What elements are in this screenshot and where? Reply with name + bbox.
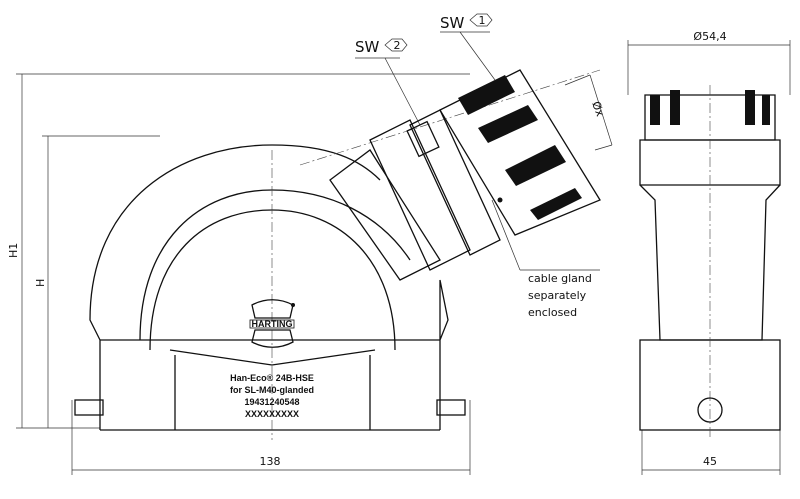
- height-h1: H1: [7, 243, 20, 258]
- diameter-top: Ø54,4: [693, 30, 726, 43]
- harting-logo: HARTING: [249, 299, 295, 348]
- label-line-2: for SL-M40-glanded: [230, 385, 314, 395]
- label-line-4: XXXXXXXXX: [245, 409, 299, 419]
- product-label: Han-Eco® 24B-HSE for SL-M40-glanded 1943…: [230, 373, 314, 419]
- width-side: 45: [703, 455, 717, 468]
- sw2-label: SW: [355, 38, 380, 56]
- height-h: H: [34, 279, 47, 287]
- sw2-number: 2: [394, 39, 401, 52]
- side-view: [639, 85, 781, 440]
- front-view: [74, 69, 601, 440]
- sw1-number: 1: [479, 14, 486, 27]
- label-line-1: Han-Eco® 24B-HSE: [230, 373, 314, 383]
- label-line-3: 19431240548: [244, 397, 299, 407]
- sw1-hexagon-icon: [469, 13, 493, 27]
- note-line-2: separately: [528, 289, 587, 302]
- width-front: 138: [260, 455, 281, 468]
- note-line-3: enclosed: [528, 306, 577, 319]
- note-line-1: cable gland: [528, 272, 592, 285]
- diameter-x: Øx: [589, 100, 607, 119]
- dimension-lines: [16, 31, 791, 475]
- sw1-label: SW: [440, 14, 465, 32]
- sw2-hexagon-icon: [384, 38, 408, 52]
- logo-text: HARTING: [252, 319, 293, 329]
